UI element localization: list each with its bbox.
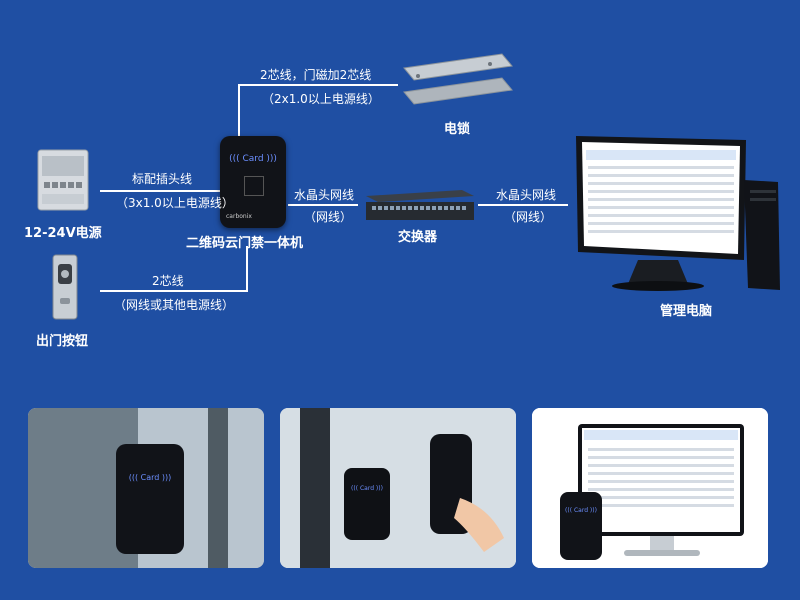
pc-label: 管理电脑	[660, 304, 713, 319]
photo-door-reader: ((( Card )))	[28, 408, 264, 568]
photo-phone-scan: ((( Card )))	[280, 408, 516, 568]
button-line-vertical	[246, 246, 248, 292]
switch-pc-label-1: 水晶头网线	[496, 188, 557, 202]
svg-text:((( Card ))): ((( Card )))	[565, 507, 597, 514]
lock-line-vertical	[238, 84, 240, 136]
svg-text:((( Card ))): ((( Card )))	[129, 473, 172, 482]
photo-monitor-reader: ((( Card )))	[532, 408, 768, 568]
button-line-label-2: （网线或其他电源线）	[114, 298, 235, 312]
reader-switch-label-2: （网线）	[304, 210, 353, 224]
power-line-label-2: （3x1.0以上电源线）	[116, 196, 234, 210]
reader-to-switch-line	[288, 204, 358, 206]
access-reader-device: ((( Card ))) carbonix	[220, 136, 286, 228]
lock-label: 电锁	[444, 122, 471, 137]
electric-lock-icon	[398, 48, 518, 112]
lock-line-horizontal	[238, 84, 398, 86]
button-line-label-1: 2芯线	[152, 274, 184, 288]
power-to-reader-line	[100, 190, 220, 192]
svg-text:((( Card ))): ((( Card )))	[351, 485, 383, 492]
access-reader-label: 二维码云门禁一体机	[186, 236, 304, 251]
power-line-label-1: 标配插头线	[132, 172, 193, 186]
button-line-horizontal	[100, 290, 248, 292]
reader-brand-text: carbonix	[226, 213, 252, 220]
switch-to-pc-line	[478, 204, 568, 206]
exit-button-label: 出门按钮	[36, 334, 89, 349]
power-supply-label: 12-24V电源	[24, 226, 102, 241]
switch-label: 交换器	[398, 230, 438, 245]
reader-qr-window	[244, 176, 264, 196]
exit-button-icon	[52, 254, 78, 320]
reader-card-text: ((( Card )))	[229, 154, 277, 164]
lock-line-label-1: 2芯线，门磁加2芯线	[260, 68, 372, 82]
management-pc-icon	[568, 132, 788, 292]
reader-switch-label-1: 水晶头网线	[294, 188, 355, 202]
power-supply-icon	[36, 144, 90, 216]
network-switch-icon	[362, 186, 478, 226]
switch-pc-label-2: （网线）	[504, 210, 553, 224]
lock-line-label-2: （2x1.0以上电源线）	[262, 92, 380, 106]
